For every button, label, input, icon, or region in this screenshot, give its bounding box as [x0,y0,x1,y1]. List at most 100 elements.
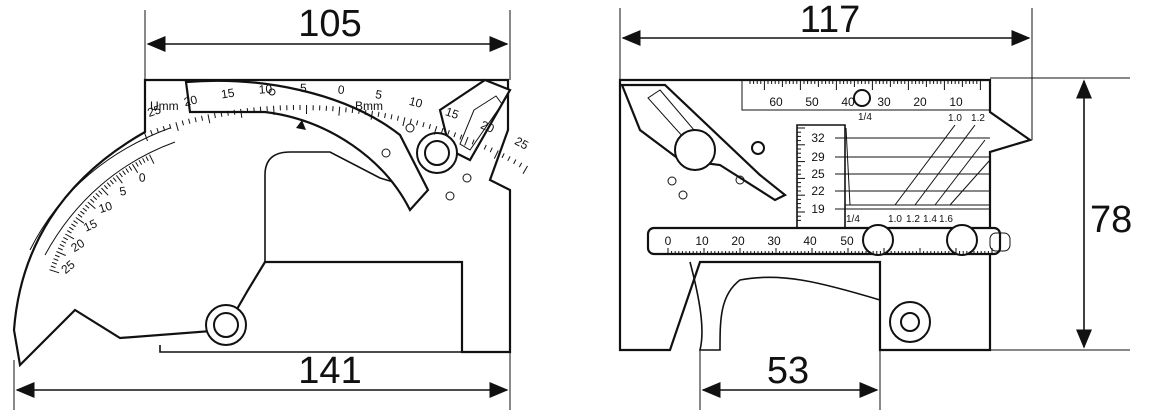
scale-tick [441,127,444,133]
scale-tick [181,120,184,126]
thickness-line [934,139,986,206]
left-arc-scale-label: 15 [81,216,99,234]
scale-tick [447,130,450,136]
scale-tick [131,163,139,173]
scale-tick [53,258,59,261]
scale-tick [483,144,487,150]
scale-tick [103,184,108,190]
scale-tick [493,150,499,159]
scale-tick [377,111,380,117]
dim-left-width: 105 [298,3,361,45]
right-slider-bar[interactable] [646,226,1002,256]
right-slider-label: 50 [840,234,854,248]
left-top-scale-label: 25 [146,102,163,120]
scale-tick [453,132,457,138]
scale-tick [188,118,191,124]
right-height-label: 19 [811,202,825,216]
right-thickness-label: 1.0 [948,113,962,124]
scale-tick [95,193,100,198]
scale-tick [57,247,63,251]
scale-tick [150,130,153,136]
scale-tick [69,226,74,231]
thickness-line [894,124,956,206]
scale-tick [201,115,204,121]
left-top-scale-label: 20 [182,92,199,109]
right-thickness-label: 1.2 [906,214,920,225]
scale-tick [115,174,123,184]
scale-tick [522,165,528,175]
scale-tick [384,113,386,119]
left-arc-scale-label: 0 [139,170,146,184]
right-slider-label: 30 [767,234,781,248]
scale-tick [50,265,56,269]
scale-tick [71,223,76,228]
scale-tick [416,120,419,126]
scale-tick [428,123,431,130]
right-top-scale-label: 60 [769,95,783,109]
scale-tick [54,254,60,258]
left-arm-ticks [143,104,528,175]
scale-tick [370,110,373,120]
scale-tick [128,166,133,171]
scale-tick [396,115,399,121]
scale-tick [345,107,347,113]
left-top-scale-label: 5 [300,81,307,95]
scale-tick [63,236,69,241]
scale-tick [87,201,96,209]
scale-tick [253,107,255,113]
scale-tick [73,220,78,224]
scale-tick [233,109,236,115]
scale-tick [214,113,216,119]
scale-tick [358,108,360,114]
scale-tick [51,261,57,265]
left-label-u: Umm [150,99,179,113]
right-thickness-label: 1.2 [971,113,985,124]
scale-tick [143,132,148,142]
scale-tick [220,111,223,117]
right-thickness-label: 1.0 [888,214,902,225]
right-slider-label: 10 [695,234,709,248]
right-slider-knob-2[interactable] [946,224,978,256]
scale-tick [80,210,85,215]
left-top-scale-label: 25 [512,134,531,153]
scale-tick [464,136,469,146]
right-top-scale-label: 20 [913,95,927,109]
scale-tick [66,230,72,234]
scale-tick [459,134,463,140]
right-height-label: 25 [811,167,825,181]
left-top-scale-label: 10 [408,94,425,111]
right-top-scale-label: 50 [805,95,819,109]
right-top-knob[interactable] [853,89,871,107]
scale-tick [61,240,67,244]
right-fraction-top: 1/4 [858,112,872,123]
scale-tick [364,109,367,115]
scale-tick [142,158,146,163]
scale-tick [49,269,60,274]
left-top-scale-label: 20 [479,118,497,136]
right-slider-label: 20 [731,234,745,248]
right-slider-knob-1[interactable] [862,224,894,256]
left-top-scale-label: 15 [220,86,236,102]
scale-tick [135,161,139,167]
scale-tick [101,187,109,196]
scale-tick [169,123,172,130]
scale-tick [106,182,111,187]
scale-tick [351,108,354,114]
thickness-line [949,159,991,206]
right-height-label: 22 [811,184,825,198]
right-top-scale-label: 40 [841,95,855,109]
right-arm-knob[interactable] [674,129,716,171]
right-slider-label: 0 [665,234,672,248]
scale-tick [207,114,211,124]
left-label-b: Bmm [355,99,383,113]
thickness-line [914,124,976,206]
scale-tick [259,106,262,112]
scale-tick [402,117,406,127]
scale-tick [518,162,523,168]
right-fraction-bottom: 1/4 [846,214,860,225]
scale-tick [162,125,166,131]
